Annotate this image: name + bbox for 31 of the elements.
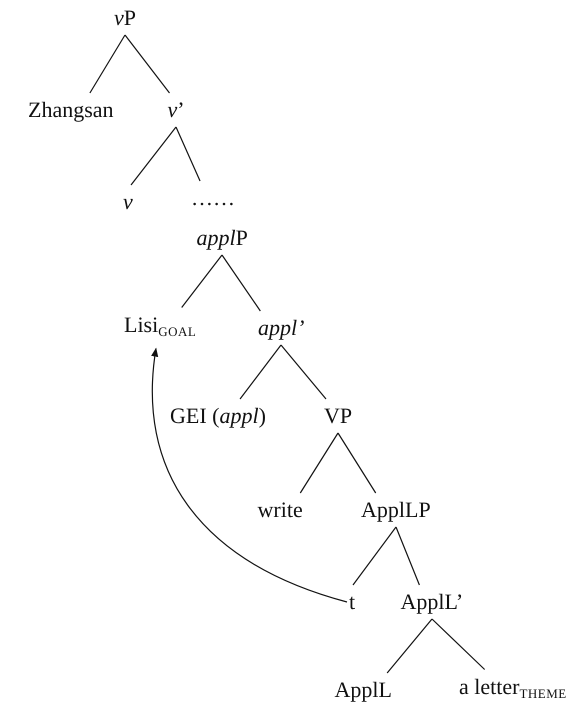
tree-node-label: write — [256, 493, 305, 527]
tree-branch — [395, 526, 420, 586]
tree-branch — [89, 34, 126, 94]
movement-arrow — [152, 348, 348, 603]
tree-branch — [432, 618, 486, 670]
tree-node-label: Lisi$_{GOAL}$ — [122, 308, 198, 348]
tree-node-label: Zhangsan — [26, 93, 116, 127]
tree-node-label: v — [121, 185, 135, 219]
tree-node-label: ApplL — [332, 673, 394, 707]
tree-branch — [280, 344, 326, 400]
tree-node-label: applP — [194, 221, 250, 255]
tree-branch — [352, 526, 396, 586]
tree-node-label: a letter$_{THEME}$ — [457, 670, 569, 710]
tree-branch — [240, 344, 282, 400]
tree-branch — [222, 254, 261, 312]
tree-node-label: t — [347, 585, 358, 619]
tree-node-label: appl’ — [256, 311, 306, 345]
tree-branch — [130, 126, 176, 186]
tree-branch — [175, 126, 201, 182]
tree-branch — [124, 34, 170, 94]
tree-branch — [386, 618, 432, 674]
tree-node-label: ApplLP — [359, 493, 433, 527]
tree-branch — [300, 432, 338, 494]
tree-branch — [338, 432, 376, 494]
tree-node-label: …… — [189, 181, 237, 215]
tree-node-label: vP — [112, 1, 138, 35]
tree-node-label: v’ — [166, 93, 187, 127]
tree-node-label: VP — [322, 399, 354, 433]
tree-branch — [181, 254, 222, 308]
tree-node-label: ApplL’ — [398, 585, 466, 619]
tree-node-label: GEI (appl) — [168, 399, 268, 433]
